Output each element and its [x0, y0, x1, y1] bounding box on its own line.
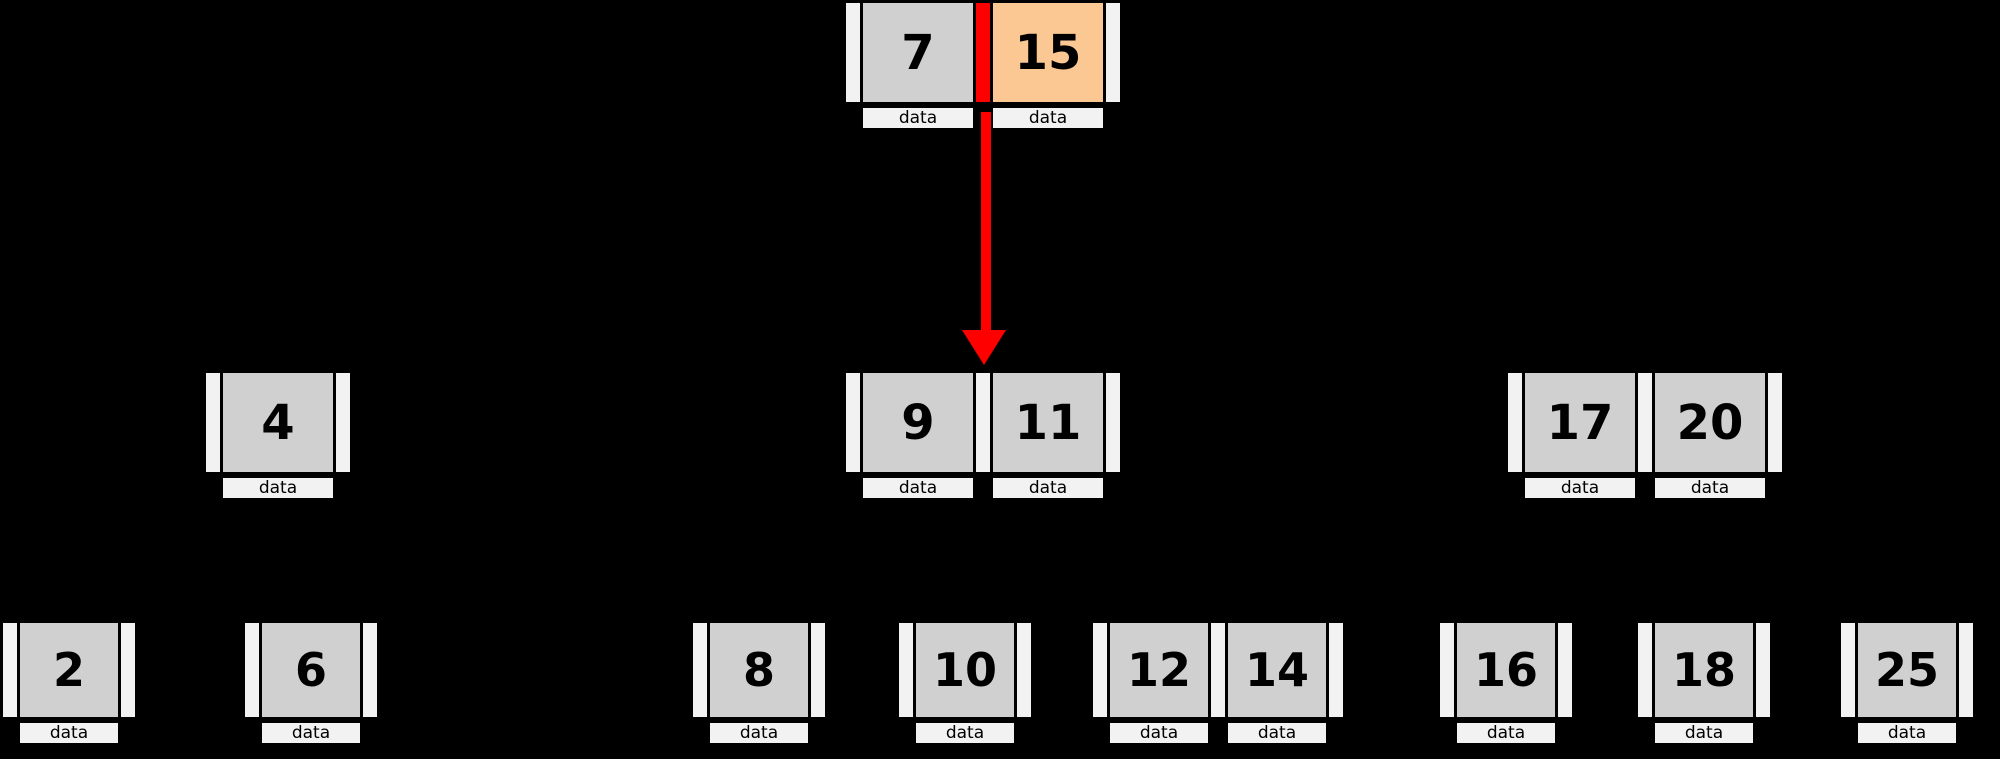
- node-key-cell[interactable]: 6: [259, 620, 363, 720]
- node-key-cell[interactable]: 15: [990, 0, 1106, 105]
- node-pointer-slot[interactable]: [360, 620, 380, 720]
- node-data-label: data: [1522, 475, 1638, 501]
- node-key-cell[interactable]: 7: [860, 0, 976, 105]
- node-pointer-slot[interactable]: [1753, 620, 1773, 720]
- node-data-label: data: [1225, 720, 1329, 746]
- pointer-spacer: [1753, 720, 1773, 746]
- node-data-label: data: [1107, 720, 1211, 746]
- node-data-label: data: [17, 720, 121, 746]
- node-data-label: data: [860, 105, 976, 131]
- node-data-label: data: [1855, 720, 1959, 746]
- node-pointer-slot[interactable]: [1014, 620, 1034, 720]
- node-key-cell[interactable]: 12: [1107, 620, 1211, 720]
- node-pointer-slot[interactable]: [118, 620, 138, 720]
- node-data-label: data: [1652, 720, 1756, 746]
- node-pointer-slot[interactable]: [1956, 620, 1976, 720]
- pointer-spacer: [1326, 720, 1346, 746]
- node-data-label: data: [990, 105, 1106, 131]
- pointer-spacer: [333, 475, 353, 501]
- search-path-arrow-line: [981, 112, 991, 342]
- node-pointer-slot[interactable]: [1555, 620, 1575, 720]
- pointer-spacer: [1765, 475, 1785, 501]
- node-data-label: data: [220, 475, 336, 501]
- node-pointer-slot[interactable]: [1326, 620, 1346, 720]
- node-key-cell[interactable]: 17: [1522, 370, 1638, 475]
- node-data-label: data: [913, 720, 1017, 746]
- node-pointer-slot[interactable]: [808, 620, 828, 720]
- search-path-arrow-head: [962, 330, 1006, 365]
- node-key-cell[interactable]: 14: [1225, 620, 1329, 720]
- pointer-spacer: [1956, 720, 1976, 746]
- node-data-label: data: [259, 720, 363, 746]
- pointer-spacer: [118, 720, 138, 746]
- node-key-cell[interactable]: 4: [220, 370, 336, 475]
- node-data-label: data: [1652, 475, 1768, 501]
- node-key-cell[interactable]: 25: [1855, 620, 1959, 720]
- node-key-cell[interactable]: 18: [1652, 620, 1756, 720]
- node-key-cell[interactable]: 16: [1454, 620, 1558, 720]
- node-pointer-slot[interactable]: [1103, 0, 1123, 105]
- node-pointer-slot[interactable]: [1103, 370, 1123, 475]
- node-key-cell[interactable]: 11: [990, 370, 1106, 475]
- node-pointer-slot[interactable]: [1765, 370, 1785, 475]
- node-key-cell[interactable]: 8: [707, 620, 811, 720]
- node-key-cell[interactable]: 10: [913, 620, 1017, 720]
- pointer-spacer: [1103, 105, 1123, 131]
- pointer-spacer: [808, 720, 828, 746]
- node-key-cell[interactable]: 9: [860, 370, 976, 475]
- node-data-label: data: [860, 475, 976, 501]
- node-data-label: data: [1454, 720, 1558, 746]
- pointer-spacer: [1103, 475, 1123, 501]
- node-data-label: data: [707, 720, 811, 746]
- node-key-cell[interactable]: 2: [17, 620, 121, 720]
- node-data-label: data: [990, 475, 1106, 501]
- node-pointer-slot[interactable]: [333, 370, 353, 475]
- node-key-cell[interactable]: 20: [1652, 370, 1768, 475]
- pointer-spacer: [360, 720, 380, 746]
- pointer-spacer: [1014, 720, 1034, 746]
- pointer-spacer: [1555, 720, 1575, 746]
